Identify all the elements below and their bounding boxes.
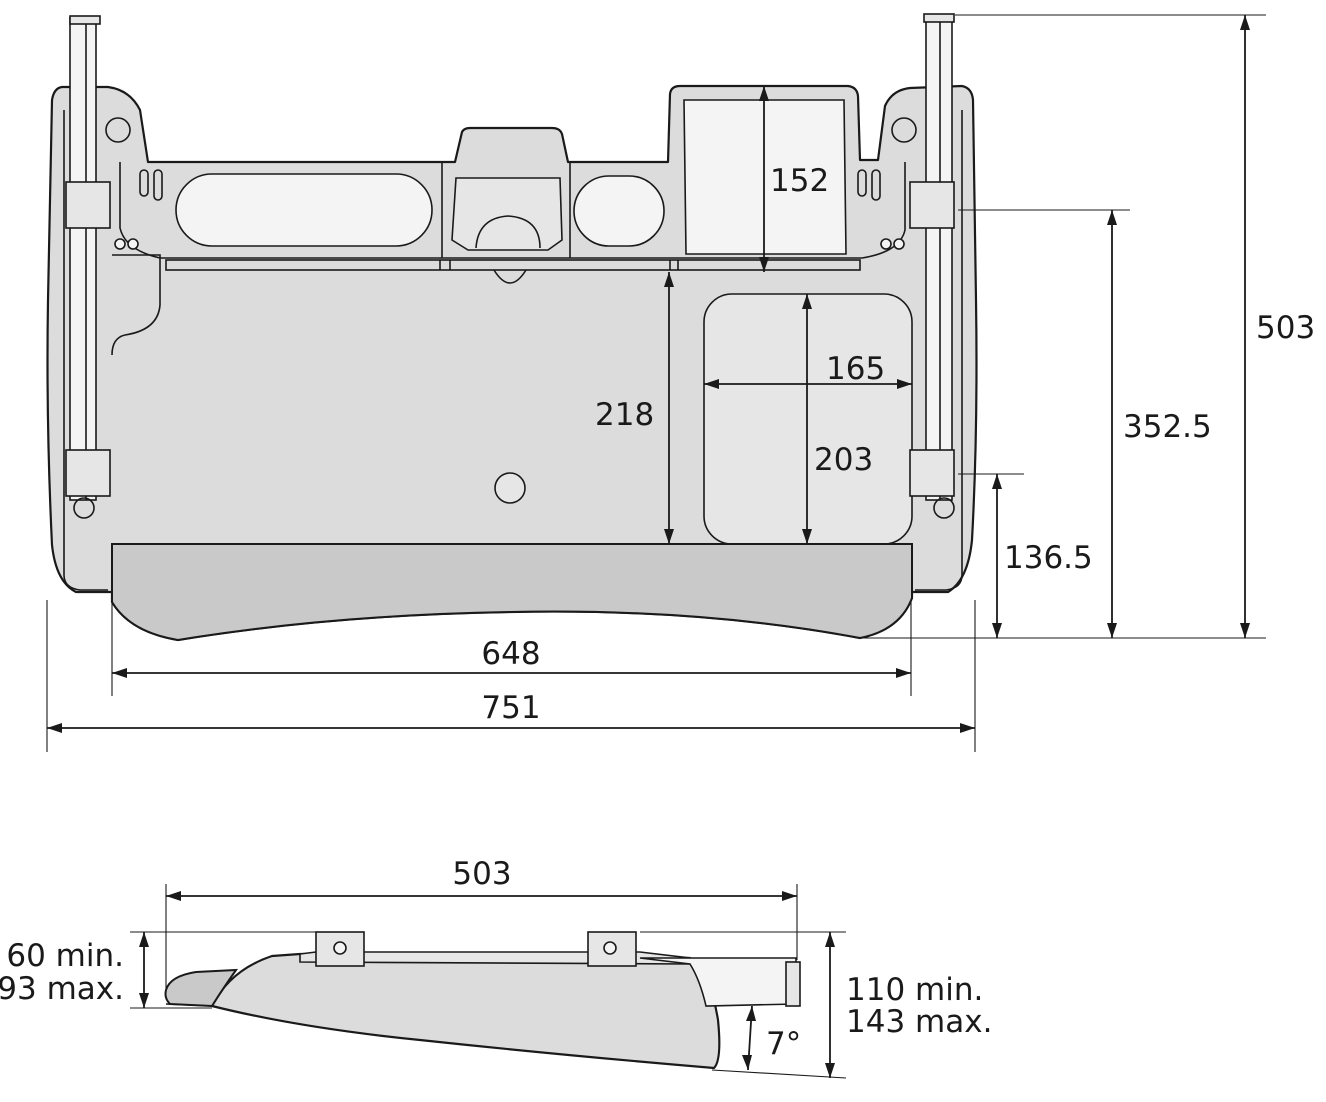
dim-203-label: 203	[814, 442, 873, 478]
dim-165-arrow-right	[897, 379, 912, 389]
right-screw-1	[880, 238, 892, 250]
dim-152-label: 152	[770, 163, 829, 199]
right-wing-slot-1	[857, 169, 867, 197]
left-rail-bracket-bottom	[65, 449, 111, 497]
side-dim-503-label: 503	[452, 856, 511, 892]
left-screw-1	[114, 238, 126, 250]
center-notch	[493, 269, 527, 284]
dim-503-arrow-bottom	[1240, 623, 1250, 638]
side-dim-503-arrow-left	[166, 891, 181, 901]
mouse-pad-area	[703, 293, 913, 545]
right-rail-bracket-top	[909, 181, 955, 229]
dim-165-arrow-left	[704, 379, 719, 389]
side-bracket-right-knob	[603, 941, 617, 955]
right-round-hole	[891, 117, 917, 143]
side-bracket-left-knob	[333, 941, 347, 955]
left-round-hole	[105, 117, 131, 143]
side-dim-front-max-label: 93 max.	[0, 971, 124, 1007]
side-tilt-ref-line	[711, 1069, 847, 1079]
dim-648-arrow-right	[896, 668, 911, 678]
palm-rest	[111, 543, 913, 642]
left-bottom-hole	[73, 497, 95, 519]
left-wing-slot-1	[139, 169, 149, 197]
side-dim-503-arrow-right	[782, 891, 797, 901]
right-rail-bracket-bottom	[909, 449, 955, 497]
dim-751-arrow-right	[960, 723, 975, 733]
tray-recess-rear	[683, 99, 847, 255]
small-tray-oval	[573, 175, 665, 247]
side-dim-rear-arrow-bottom	[825, 1063, 835, 1078]
side-rail-end	[785, 961, 801, 1007]
left-side-contour	[63, 110, 108, 591]
side-dim-tilt-label: 7°	[766, 1026, 801, 1062]
dim-352-arrow-bottom	[1107, 623, 1117, 638]
side-rail	[639, 957, 797, 1007]
dim-751-label: 751	[481, 690, 540, 726]
side-dim-front-min-label: 60 min.	[6, 938, 124, 974]
dim-218-arrow-bottom	[664, 529, 674, 544]
dim-203-arrow-top	[802, 294, 812, 309]
dim-352-label: 352.5	[1123, 409, 1212, 445]
center-hole	[494, 472, 526, 504]
dim-503-label: 503	[1256, 310, 1315, 346]
side-view: 503 60 min. 93 max. 110 min. 143 max. 7°	[0, 856, 992, 1079]
side-dim-rear-min-label: 110 min.	[846, 972, 983, 1008]
dim-165-label: 165	[826, 351, 885, 387]
right-wing-slot-2	[871, 169, 881, 201]
dim-203-arrow-bottom	[802, 529, 812, 544]
center-clip-lobe	[475, 215, 541, 249]
right-screw-2	[893, 238, 905, 250]
dim-218-arrow-top	[664, 272, 674, 287]
dim-152-arrow-top	[759, 86, 769, 101]
dim-648-label: 648	[481, 636, 540, 672]
right-side-contour	[915, 110, 963, 591]
side-base-line	[165, 1003, 213, 1007]
right-rail-cap	[923, 13, 955, 23]
side-dim-rear-max-label: 143 max.	[846, 1004, 992, 1040]
center-clip	[451, 177, 563, 251]
side-dim-rear-arrow-top	[825, 932, 835, 947]
dim-648-arrow-left	[112, 668, 127, 678]
rear-slot	[165, 259, 861, 271]
side-dim-front-arrow-top	[139, 932, 149, 947]
dim-751-arrow-left	[47, 723, 62, 733]
left-rail-bracket-top	[65, 181, 111, 229]
side-palm-nose	[164, 968, 238, 1008]
dim-152-arrow-bottom	[759, 257, 769, 272]
side-dim-front-arrow-bottom	[139, 993, 149, 1008]
left-rail-tube	[69, 17, 97, 501]
top-view: 751 648 503 352.5 136.5 218	[46, 13, 1315, 752]
dim-218-label: 218	[595, 397, 654, 433]
side-dim-tilt-arrow-bottom	[742, 1055, 752, 1070]
side-tray-body	[210, 952, 721, 1070]
dim-136-label: 136.5	[1004, 540, 1093, 576]
dim-136-arrow-top	[992, 474, 1002, 489]
left-side-contour-inner	[111, 254, 161, 356]
left-rail-cap	[69, 15, 101, 25]
dim-352-arrow-top	[1107, 210, 1117, 225]
dim-503-arrow-top	[1240, 15, 1250, 30]
right-bottom-hole	[933, 497, 955, 519]
right-rail-tube	[925, 17, 953, 501]
left-wing-slot-2	[153, 169, 163, 201]
side-dim-tilt-arrow-top	[746, 1006, 756, 1021]
pen-tray-oval	[175, 173, 433, 247]
left-screw-2	[127, 238, 139, 250]
dim-136-arrow-bottom	[992, 623, 1002, 638]
